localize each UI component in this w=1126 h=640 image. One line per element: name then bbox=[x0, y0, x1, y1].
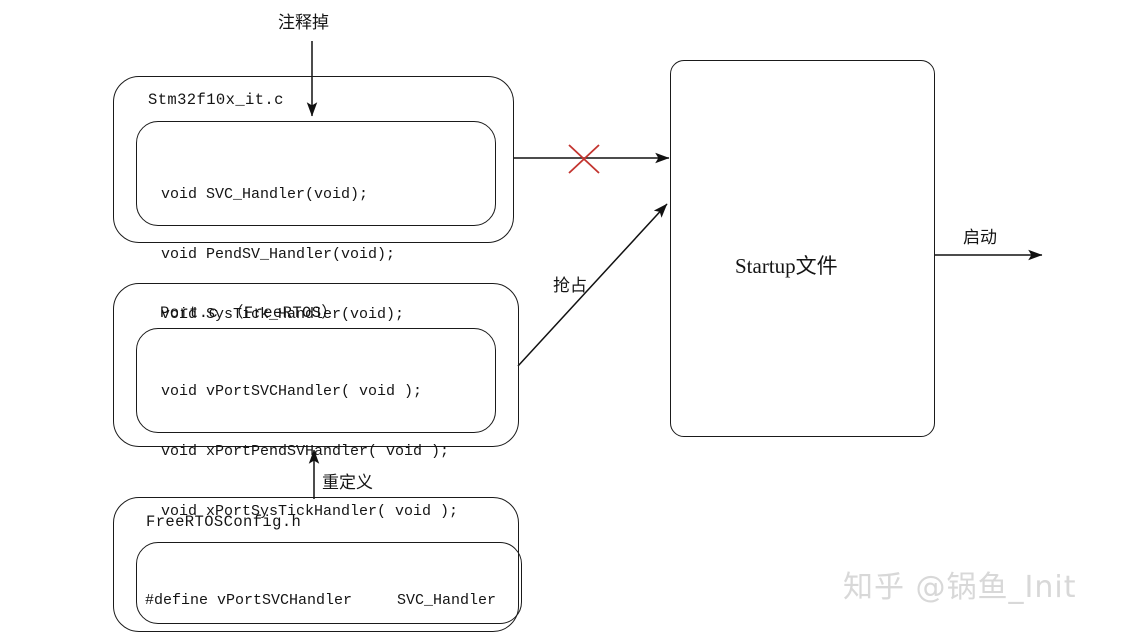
code-line: void SysTick_Handler(void); bbox=[161, 306, 405, 323]
edge-preempt bbox=[517, 203, 668, 367]
node-port-c-outer[interactable] bbox=[113, 283, 519, 447]
node-stm32-it-outer[interactable] bbox=[113, 76, 514, 243]
code-line: void vPortSVCHandler( void ); bbox=[161, 383, 423, 400]
node-stm32-it-title: Stm32f10x_it.c bbox=[148, 91, 284, 109]
watermark: 知乎 @锅鱼_Init bbox=[843, 570, 1077, 605]
node-port-c-inner bbox=[136, 328, 496, 433]
node-startup[interactable] bbox=[670, 60, 935, 437]
node-stm32-it-code: void SVC_Handler(void); void PendSV_Hand… bbox=[161, 145, 404, 365]
code-line: void PendSV_Handler(void); bbox=[161, 246, 396, 263]
node-freertos-config-title: FreeRTOSConfig.h bbox=[146, 513, 302, 531]
node-startup-label: Startup文件 bbox=[735, 254, 838, 278]
code-line: void SVC_Handler(void); bbox=[161, 186, 369, 203]
code-line: void xPortPendSVHandler( void ); bbox=[161, 443, 450, 460]
node-stm32-it-inner bbox=[136, 121, 496, 226]
node-port-c-title: Port.c （FreeRTOS） bbox=[160, 304, 338, 322]
edge-label-preempt: 抢占 bbox=[553, 276, 587, 296]
node-port-c-code: void vPortSVCHandler( void ); void xPort… bbox=[161, 342, 458, 562]
node-freertos-config-outer[interactable] bbox=[113, 497, 519, 632]
node-freertos-config-inner bbox=[136, 542, 522, 624]
edge-label-comment-out: 注释掉 bbox=[278, 13, 329, 33]
node-freertos-config-code: #define vPortSVCHandler SVC_Handler #def… bbox=[145, 551, 532, 640]
edge-label-boot: 启动 bbox=[963, 228, 997, 248]
code-line: void xPortSysTickHandler( void ); bbox=[161, 503, 459, 520]
code-line: #define vPortSVCHandler SVC_Handler bbox=[145, 592, 497, 609]
edge-label-redefine: 重定义 bbox=[322, 473, 373, 493]
red-cross-icon bbox=[568, 144, 600, 174]
